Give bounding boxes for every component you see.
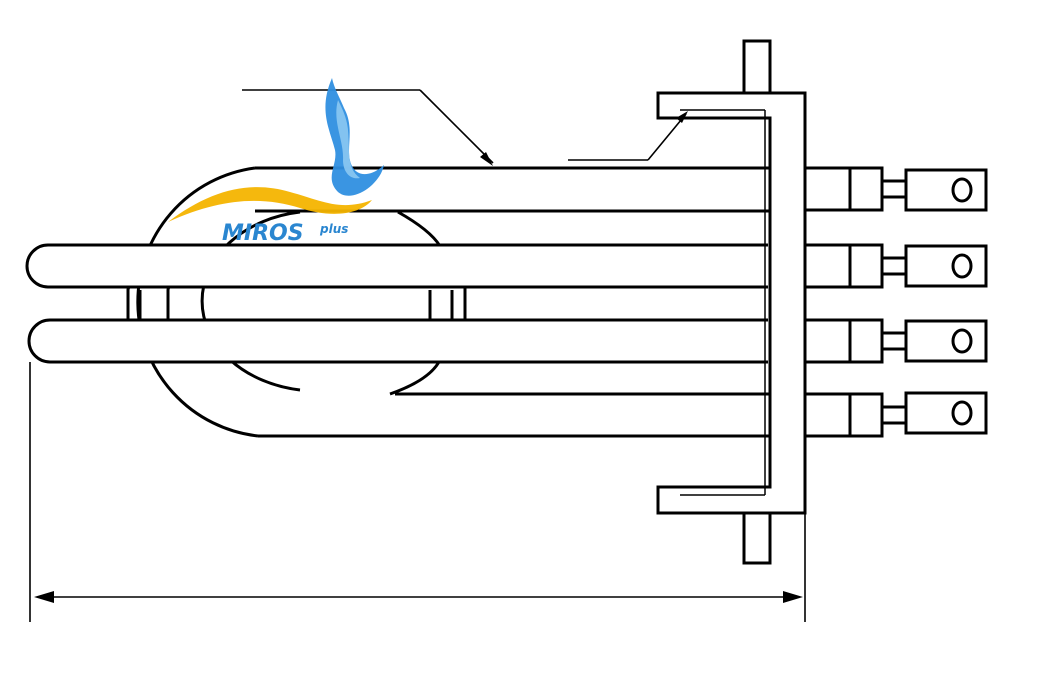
leader-line-tube <box>242 89 494 166</box>
swoosh-shape <box>168 187 372 222</box>
logo-suffix: plus <box>319 222 348 236</box>
flange <box>656 39 807 565</box>
svg-text:MIROS: MIROS <box>222 221 304 246</box>
terminal-4 <box>803 391 988 438</box>
terminal-2 <box>803 243 988 289</box>
logo-name: MIROS <box>222 221 304 246</box>
u-tube-lower <box>27 318 768 364</box>
u-tube-upper <box>25 243 768 289</box>
heating-coil-ring <box>126 166 467 438</box>
miros-plus-logo: MIROS plus <box>168 78 384 246</box>
svg-text:plus: plus <box>319 222 348 236</box>
length-dimension <box>29 362 806 622</box>
terminal-3 <box>803 318 988 364</box>
terminal-1 <box>803 166 988 212</box>
leader-line-flange <box>568 111 688 161</box>
